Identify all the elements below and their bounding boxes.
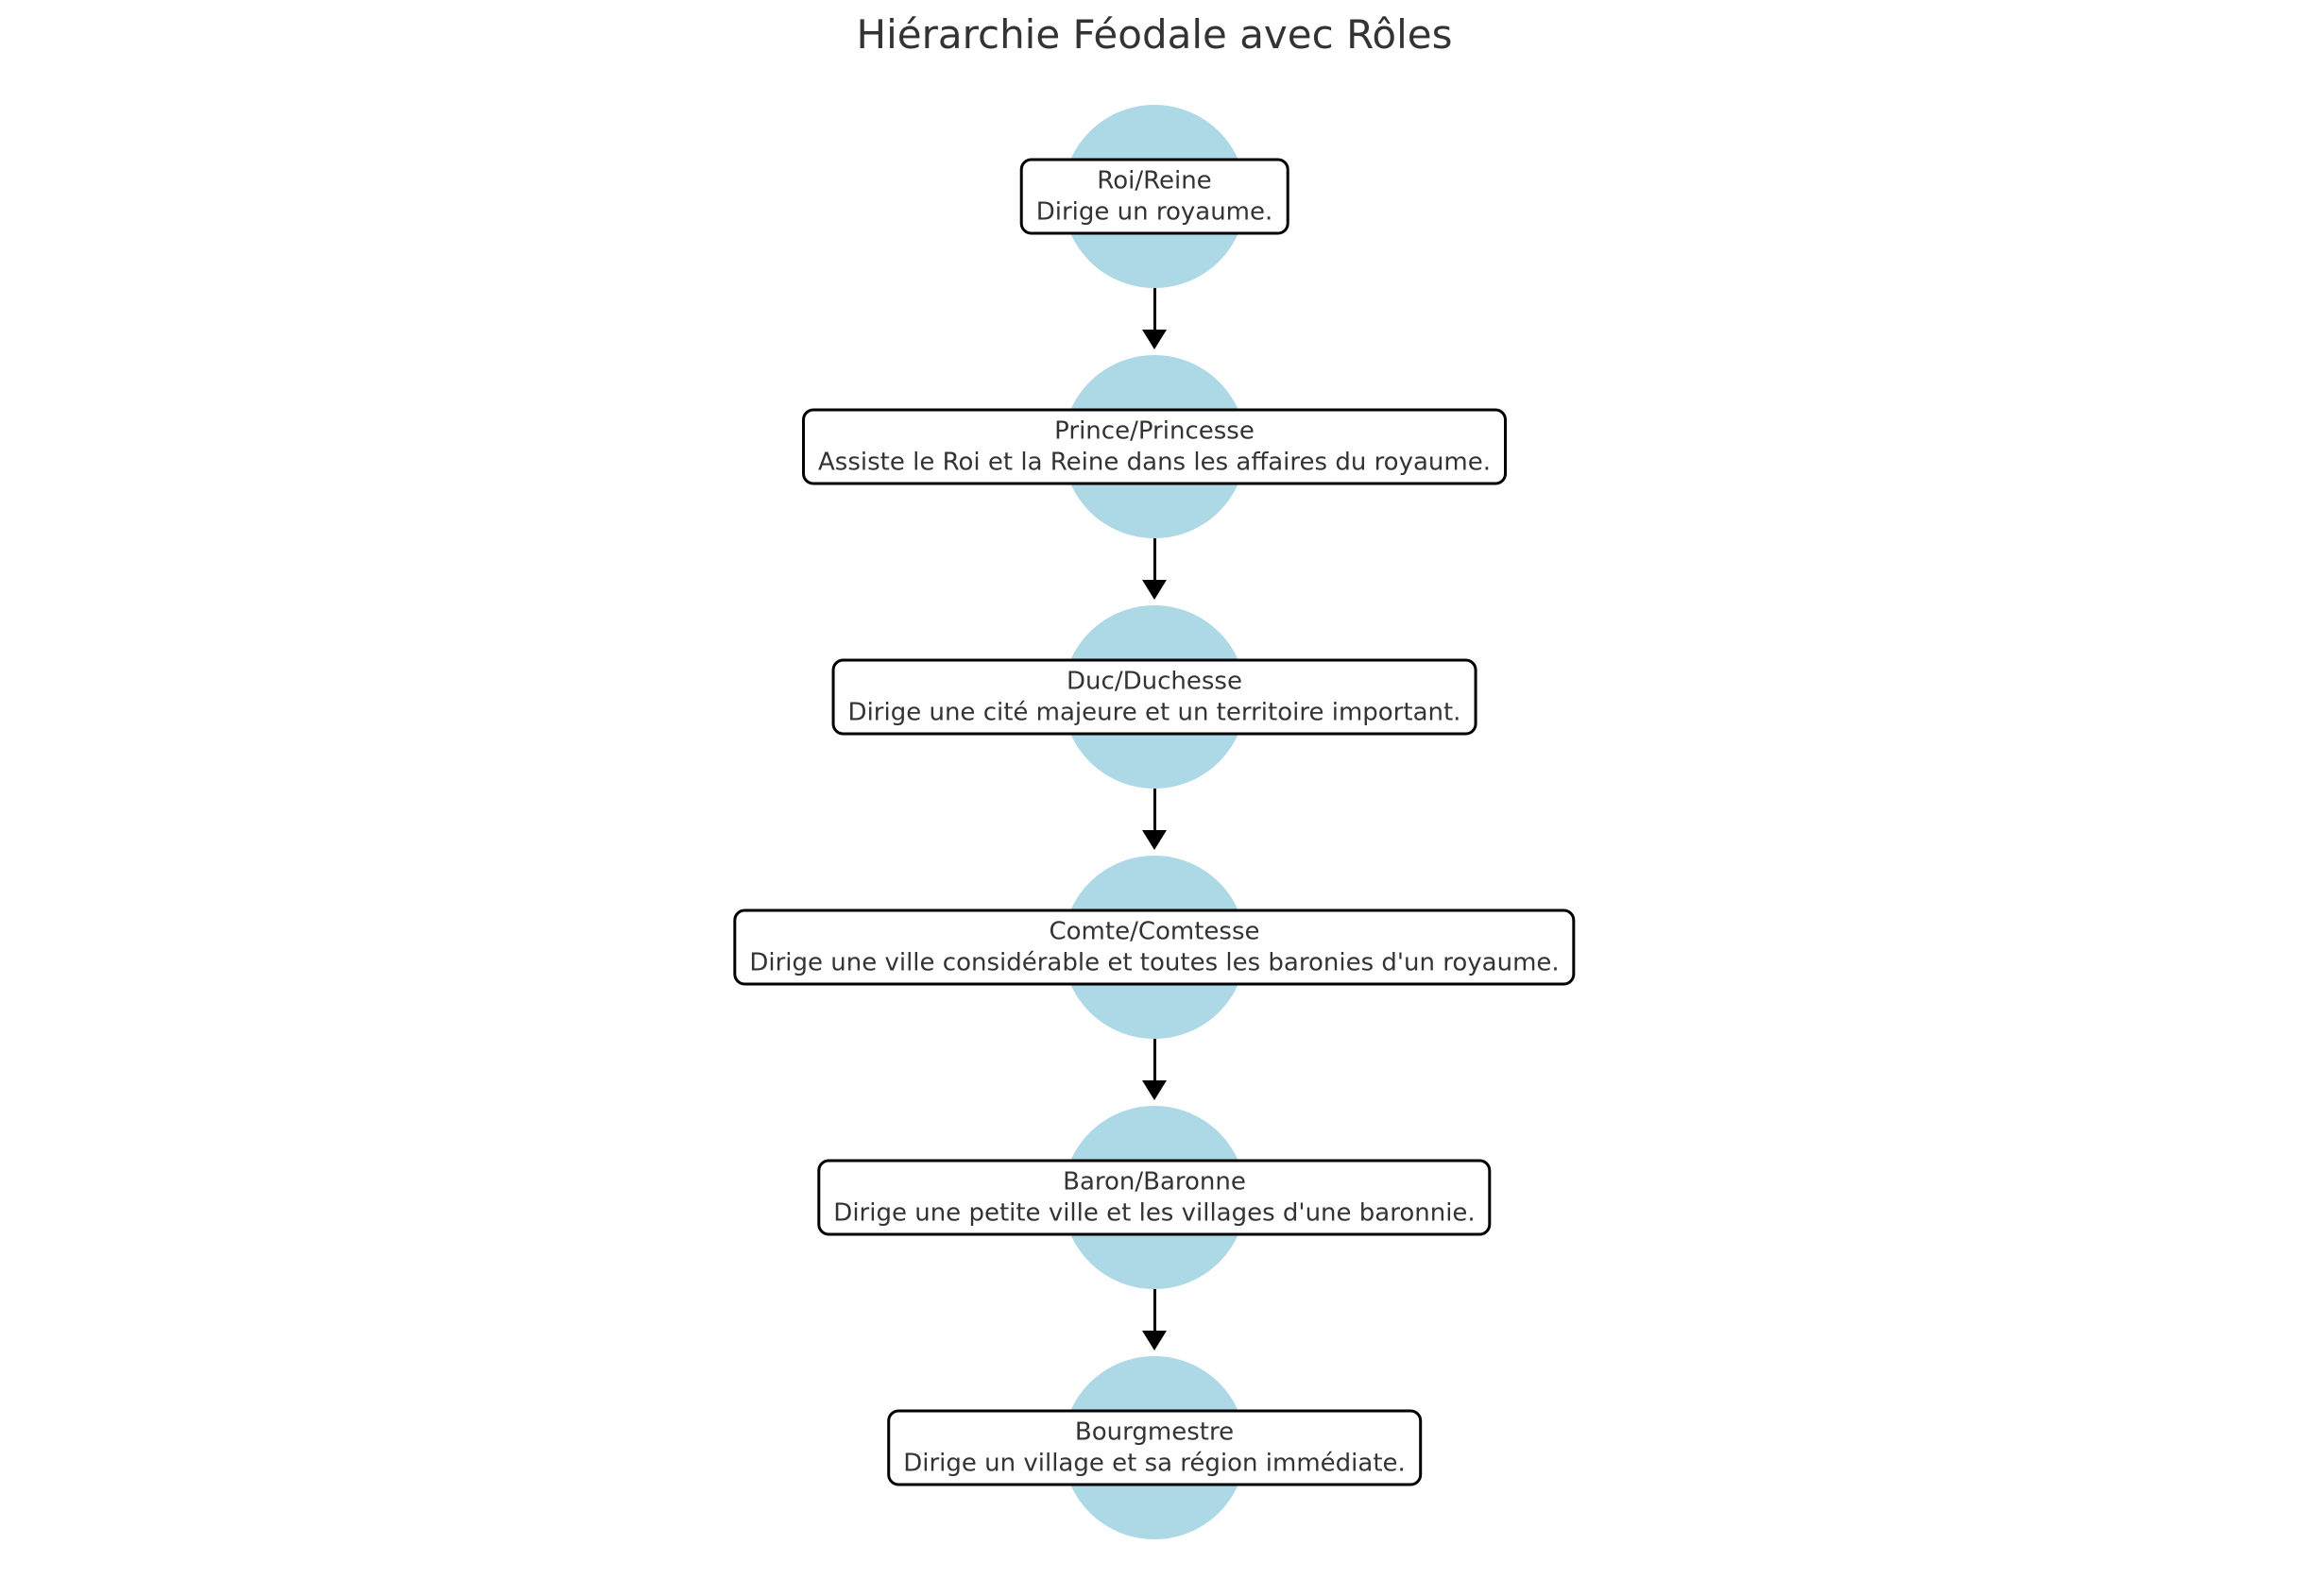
edge-arrow-duc-comte <box>1142 789 1167 850</box>
node-description: Assiste le Roi et la Reine dans les affa… <box>818 448 1491 476</box>
node-description: Dirige une petite ville et les villages … <box>833 1198 1476 1227</box>
edge-arrow-baron-bourgmestre <box>1142 1289 1167 1350</box>
node-title: Baron/Baronne <box>1063 1167 1246 1197</box>
edge-arrow-comte-baron <box>1142 1039 1167 1100</box>
edge-arrow-roi-prince <box>1142 288 1167 349</box>
node-label-prince: Prince/Princesse Assiste le Roi et la Re… <box>802 408 1507 485</box>
node-label-comte: Comte/Comtesse Dirige une ville considér… <box>733 908 1576 986</box>
node-label-duc: Duc/Duchesse Dirige une cité majeure et … <box>831 658 1477 736</box>
node-description: Dirige une ville considérable et toutes … <box>749 948 1560 976</box>
arrow-shaft <box>1152 1289 1156 1331</box>
node-title: Comte/Comtesse <box>1049 917 1260 946</box>
arrow-shaft <box>1152 538 1156 580</box>
node-title: Roi/Reine <box>1097 166 1212 195</box>
node-title: Duc/Duchesse <box>1067 667 1242 696</box>
diagram-title: Hiérarchie Féodale avec Rôles <box>856 11 1453 58</box>
node-label-baron: Baron/Baronne Dirige une petite ville et… <box>817 1159 1492 1236</box>
arrow-shaft <box>1152 1039 1156 1080</box>
node-description: Dirige un village et sa région immédiate… <box>903 1449 1406 1477</box>
node-title: Prince/Princesse <box>1054 416 1255 446</box>
node-description: Dirige un royaume. <box>1035 197 1273 226</box>
arrow-shaft <box>1152 288 1156 330</box>
node-label-roi: Roi/Reine Dirige un royaume. <box>1019 158 1289 235</box>
node-label-bourgmestre: Bourgmestre Dirige un village et sa régi… <box>887 1409 1422 1486</box>
arrowhead-down-icon <box>1142 330 1167 349</box>
edge-arrow-prince-duc <box>1142 538 1167 600</box>
arrowhead-down-icon <box>1142 1331 1167 1350</box>
arrow-shaft <box>1152 789 1156 830</box>
node-title: Bourgmestre <box>1074 1418 1235 1447</box>
arrowhead-down-icon <box>1142 830 1167 850</box>
arrowhead-down-icon <box>1142 580 1167 600</box>
arrowhead-down-icon <box>1142 1080 1167 1100</box>
node-description: Dirige une cité majeure et un territoire… <box>847 698 1461 726</box>
